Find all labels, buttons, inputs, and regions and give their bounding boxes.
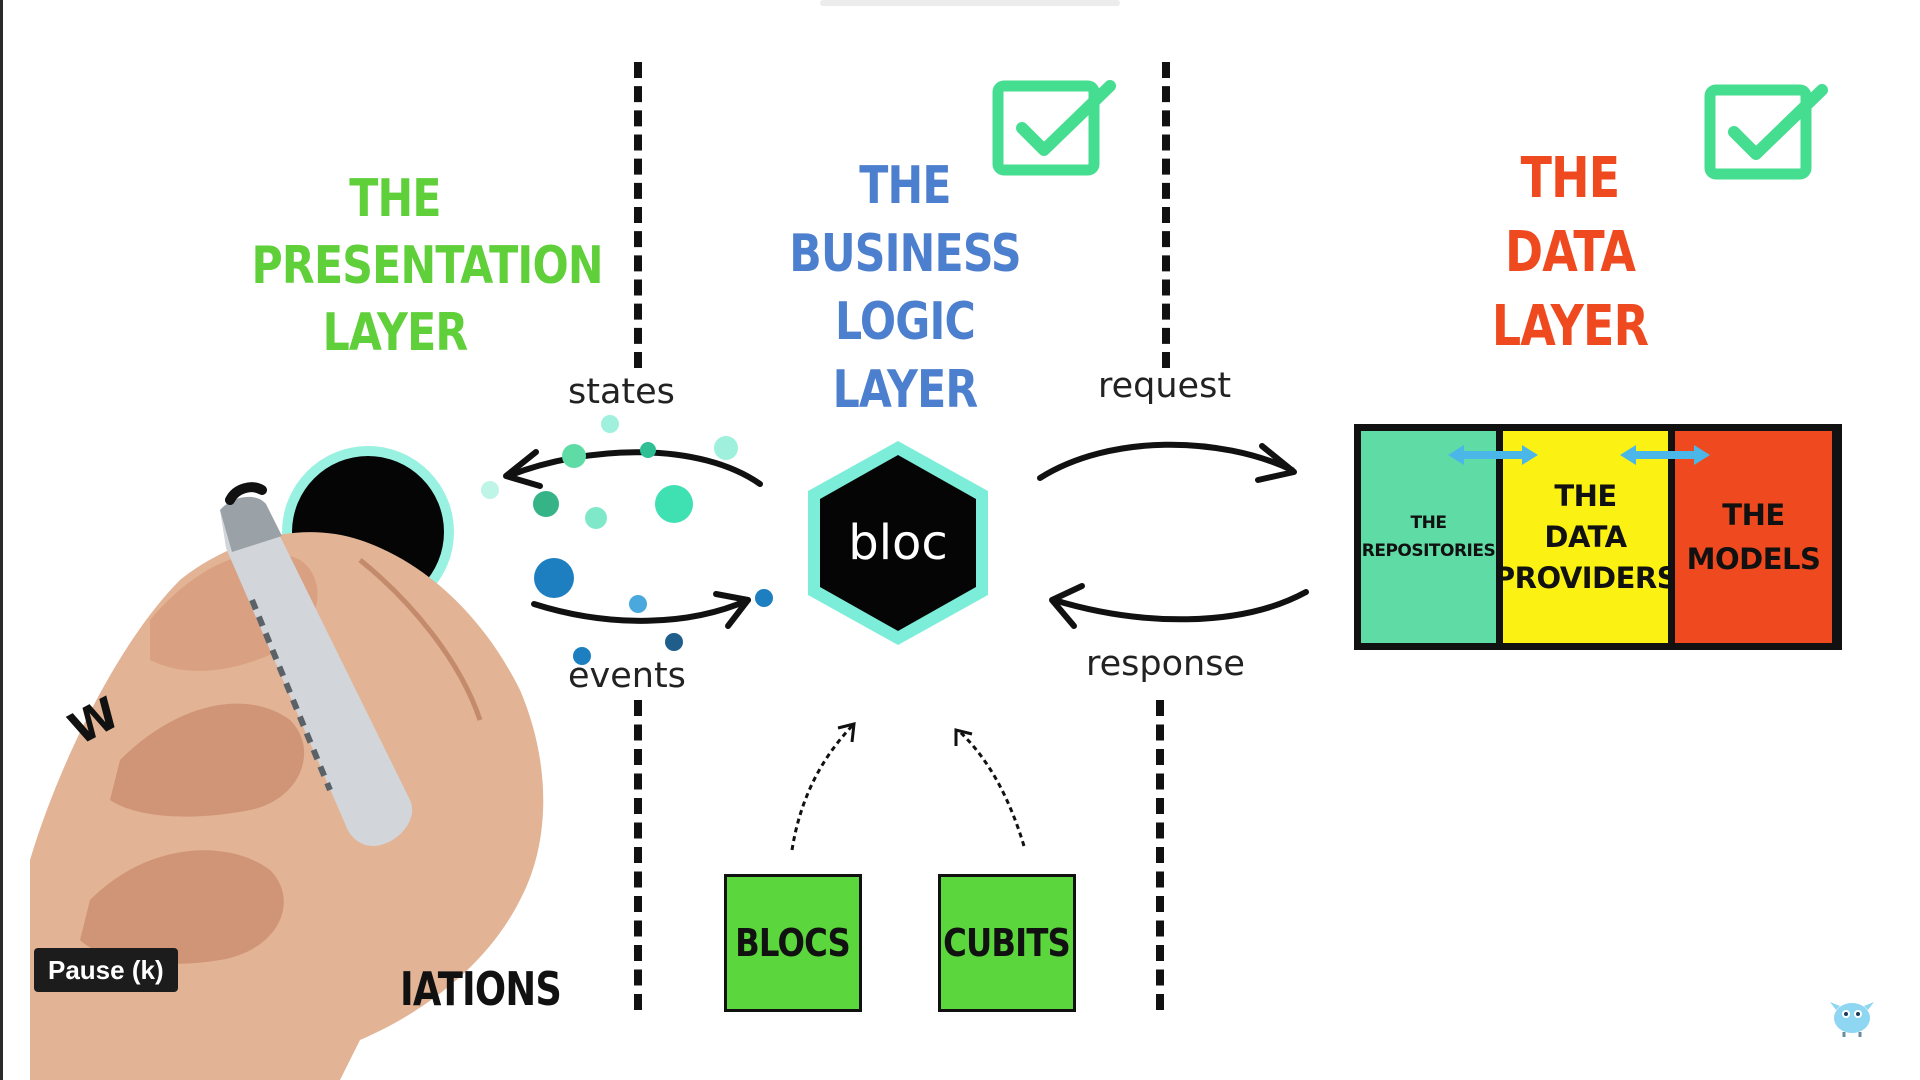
response-arrow xyxy=(1051,589,1309,623)
title-line: BUSINESS LOGIC xyxy=(789,224,1021,352)
hand-illustration xyxy=(30,482,544,1080)
request-label: request xyxy=(1098,366,1232,406)
models-line: MODELS xyxy=(1686,542,1821,576)
double-arrow-icon xyxy=(1620,445,1710,465)
state-dot xyxy=(714,436,738,460)
event-dot xyxy=(534,558,574,598)
state-dot xyxy=(562,444,586,468)
event-dot xyxy=(665,633,683,651)
top-progress-shadow xyxy=(820,0,1120,6)
partial-bottom-text: IATIONS xyxy=(400,962,562,1016)
state-dot xyxy=(655,485,693,523)
check-icon xyxy=(992,80,1116,176)
data-layer-box: THE REPOSITORIES THE DATA PROVIDERS THE … xyxy=(1354,424,1842,650)
bloc-label: bloc xyxy=(848,515,948,571)
blocs-box: BLOCS xyxy=(724,874,862,1012)
events-arrowhead xyxy=(713,591,751,629)
event-dot xyxy=(755,589,773,607)
repositories-cell: THE REPOSITORIES xyxy=(1361,431,1496,643)
repositories-line: REPOSITORIES xyxy=(1361,541,1496,561)
cubits-label: CUBITS xyxy=(943,921,1072,965)
state-dot xyxy=(533,491,559,517)
state-dot xyxy=(640,442,656,458)
states-label: states xyxy=(568,372,675,412)
state-dot xyxy=(481,481,499,499)
states-arrowhead xyxy=(503,449,543,489)
models-line: THE xyxy=(1722,498,1785,532)
providers-line: DATA xyxy=(1544,519,1627,554)
title-line: LAYER xyxy=(832,360,979,420)
cubits-box: CUBITS xyxy=(938,874,1076,1012)
blocs-arrowhead xyxy=(837,722,856,743)
pause-tooltip: Pause (k) xyxy=(34,948,178,992)
title-line: THE xyxy=(1520,146,1620,211)
event-dot xyxy=(629,595,647,613)
check-icon xyxy=(1704,84,1828,180)
divider-right-top xyxy=(1162,62,1170,368)
providers-line: PROVIDERS xyxy=(1493,560,1678,595)
title-line: DATA xyxy=(1504,220,1636,285)
providers-line: THE xyxy=(1554,478,1617,513)
blocs-curved-arrow xyxy=(790,724,854,851)
request-arrow xyxy=(1037,441,1295,481)
state-dot xyxy=(601,415,619,433)
divider-right-bottom xyxy=(1156,700,1164,1010)
video-frame-edge xyxy=(0,0,3,1080)
response-arrowhead xyxy=(1049,583,1085,629)
divider-left-top xyxy=(634,62,642,368)
title-line: THE xyxy=(859,156,951,216)
title-line: LAYER xyxy=(322,303,469,363)
title-line: THE xyxy=(349,169,441,229)
response-label: response xyxy=(1086,644,1245,684)
hexagon-shape xyxy=(808,441,988,645)
title-line: LAYER xyxy=(1491,294,1649,359)
blocs-label: BLOCS xyxy=(735,921,852,965)
double-arrow-icon xyxy=(1448,445,1538,465)
request-arrowhead xyxy=(1255,443,1297,483)
state-dot xyxy=(585,507,607,529)
bloc-hexagon: bloc xyxy=(802,437,994,649)
mascot-icon[interactable] xyxy=(1826,992,1878,1038)
models-cell: THE MODELS xyxy=(1675,431,1832,643)
event-dot xyxy=(573,647,591,665)
cubits-arrowhead xyxy=(954,728,973,746)
business-logic-layer-title: THE BUSINESS LOGIC LAYER xyxy=(737,152,1073,424)
cubits-curved-arrow xyxy=(956,728,1026,847)
data-providers-cell: THE DATA PROVIDERS xyxy=(1494,431,1678,643)
repositories-line: THE xyxy=(1410,513,1447,533)
presentation-layer-title: THE PRESENTATION LAYER xyxy=(252,166,604,367)
data-layer-title: THE DATA LAYER xyxy=(1447,142,1693,364)
bidirectional-arrows xyxy=(1448,445,1710,465)
divider-left-bottom xyxy=(634,700,642,1010)
events-arrow xyxy=(531,597,751,624)
